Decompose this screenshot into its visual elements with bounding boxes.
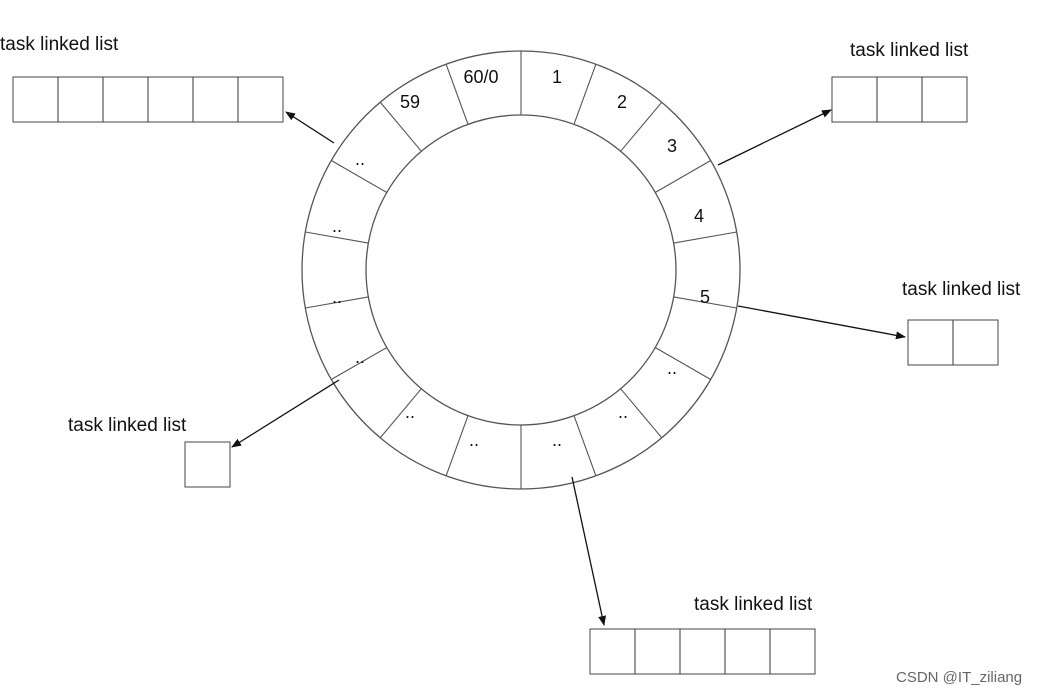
task-list-bottom-left [184,441,231,488]
wheel-slot-labels: 60/0 1 2 3 4 5 .. .. .. .. .. .. .. .. .… [332,67,710,450]
wheel-slot-divider [673,231,737,244]
wheel-slot-divider [654,347,711,380]
task-list-node [12,76,59,123]
task-list-label-top-left: task linked list [0,34,119,55]
slot-label: .. [355,149,365,169]
task-list-top-left [12,76,284,123]
slot-label: 4 [694,206,704,226]
task-list-node [237,76,284,123]
wheel-slot-dividers [305,51,737,489]
wheel-slot-divider [620,101,663,152]
slot-label: .. [618,402,628,422]
slot-label: .. [469,430,479,450]
task-list-node [907,319,954,366]
task-list-node [724,628,771,675]
slot-label: 59 [400,92,420,112]
slot-label: .. [332,287,342,307]
wheel-slot-divider [305,296,369,309]
wheel-slot-divider [654,160,711,193]
slot-label: .. [405,402,415,422]
arrow-to-bottom-left-list [231,379,340,448]
slot-label: 1 [552,67,562,87]
task-list-right [907,319,999,366]
task-list-node [831,76,878,123]
wheel-slot-divider [305,231,369,244]
task-list-node [952,319,999,366]
task-list-node [921,76,968,123]
wheel-slot-divider [379,388,422,439]
task-list-node [184,441,231,488]
wheel-slot-divider [573,415,597,476]
task-list-label-top-right: task linked list [850,40,969,61]
task-list-node [589,628,636,675]
wheel-slot-divider [573,64,597,125]
task-list-bottom [589,628,816,675]
wheel-outer-ring [301,50,741,490]
wheel-slot-divider [673,296,737,309]
arrow-to-right-list [737,305,906,340]
wheel-slot-divider [331,347,388,380]
watermark: CSDN @IT_ziliang [896,669,1022,686]
task-list-node [102,76,149,123]
arrow-to-top-right-list [717,109,832,166]
slot-label: .. [332,216,342,236]
task-list-node [769,628,816,675]
task-list-label-right: task linked list [902,279,1021,300]
task-list-node [876,76,923,123]
task-list-node [192,76,239,123]
arrow-to-bottom-list [571,476,607,626]
task-list-node [679,628,726,675]
slot-label: 3 [667,136,677,156]
wheel-slot-divider [445,415,469,476]
wheel-slot-divider [331,160,388,193]
task-list-label-bottom-left: task linked list [68,415,187,436]
slot-label: 2 [617,92,627,112]
slot-label: .. [667,358,677,378]
task-list-node [57,76,104,123]
wheel-slot-divider [620,388,663,439]
task-list-node [147,76,194,123]
wheel-slot-divider [445,64,469,125]
slot-label: 5 [700,287,710,307]
arrow-to-top-left-list [285,111,335,144]
task-list-node [634,628,681,675]
task-list-top-right [831,76,968,123]
slot-label: .. [552,430,562,450]
wheel-inner-ring [365,114,677,426]
slot-label: 60/0 [463,67,498,87]
wheel-slot-divider [379,101,422,152]
task-list-label-bottom: task linked list [694,594,813,615]
slot-label: .. [355,347,365,367]
